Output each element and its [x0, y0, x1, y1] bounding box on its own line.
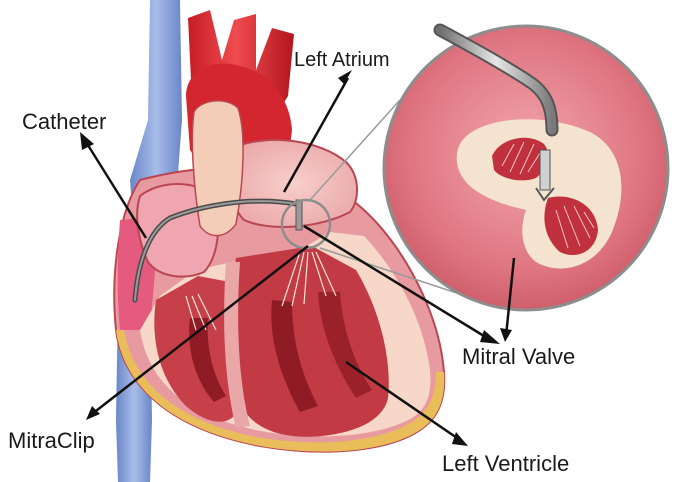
- label-mitraclip: MitraClip: [8, 430, 95, 452]
- label-left-ventricle: Left Ventricle: [442, 453, 569, 475]
- label-catheter: Catheter: [22, 111, 106, 133]
- label-left-atrium: Left Atrium: [294, 50, 390, 70]
- valve-inset: [384, 26, 668, 310]
- label-mitral-valve: Mitral Valve: [462, 346, 575, 368]
